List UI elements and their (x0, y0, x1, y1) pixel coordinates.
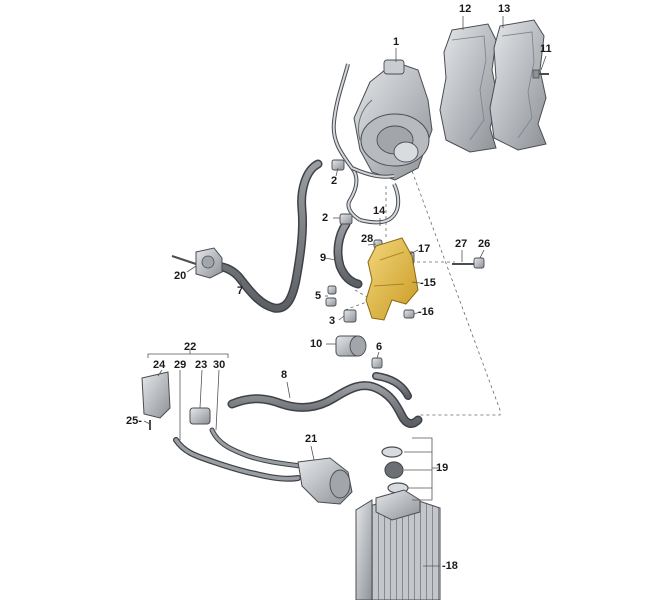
valve-23 (189, 407, 211, 425)
callout-2-upper: 2 (331, 175, 338, 187)
callout-17: 17 (418, 243, 431, 255)
callout-13: 13 (498, 3, 511, 15)
callout-28: 28 (361, 233, 374, 245)
intake-connector-21 (297, 457, 353, 505)
callout-20: 20 (174, 270, 187, 282)
vacuum-hoses-29-30 (173, 427, 303, 482)
leader-lines (143, 16, 547, 567)
callout-3: 3 (329, 315, 336, 327)
callout-7: 7 (237, 285, 244, 297)
callout-8: 8 (281, 369, 288, 381)
heat-shield-12 (439, 23, 499, 153)
callout-10: 10 (310, 338, 323, 350)
callout-27: 27 (455, 238, 468, 250)
callout-19: 19 (436, 462, 449, 474)
callout-15: -15 (420, 277, 436, 289)
callout-11: 11 (540, 43, 552, 55)
callout-6: 6 (376, 341, 383, 353)
callout-18: -18 (442, 560, 458, 572)
auxiliary-pump-10 (335, 335, 383, 369)
clamps-19 (381, 446, 409, 494)
valve-bracket-24 (141, 371, 171, 430)
callout-30: 30 (213, 359, 226, 371)
callout-22: 22 (184, 341, 197, 353)
callout-21: 21 (305, 433, 318, 445)
callout-14: 14 (373, 205, 386, 217)
callout-24: 24 (153, 359, 166, 371)
intercooler-18 (355, 489, 441, 600)
bolt-11 (532, 69, 549, 79)
callout-5: 5 (315, 290, 322, 302)
heat-shield-13 (489, 19, 547, 151)
callout-26: 26 (478, 238, 491, 250)
thermostat-housing-20 (171, 247, 223, 279)
callout-2-lower: 2 (322, 212, 329, 224)
callout-23: 23 (195, 359, 208, 371)
callout-16: -16 (418, 306, 434, 318)
callout-12: 12 (459, 3, 472, 15)
callout-25: 25- (126, 415, 142, 427)
bracket-15-highlighted (365, 237, 419, 321)
coolant-hose-7 (209, 159, 323, 313)
oil-line (331, 63, 401, 225)
callout-29: 29 (174, 359, 187, 371)
hose-8 (227, 372, 423, 428)
turbocharger-1 (353, 59, 433, 181)
callout-1: 1 (393, 36, 400, 48)
callout-9: 9 (320, 252, 327, 264)
hose-9 (333, 219, 363, 289)
